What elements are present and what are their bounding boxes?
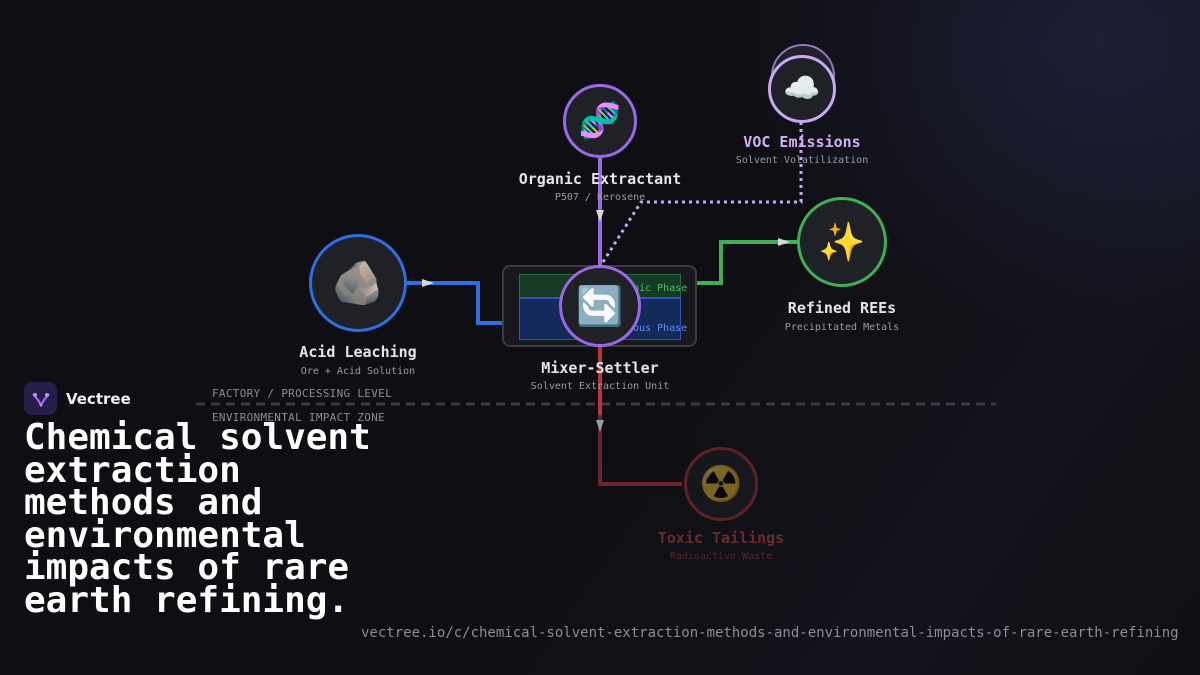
factory-zone-label: FACTORY / PROCESSING LEVEL — [212, 387, 392, 400]
acid-flow-line — [405, 281, 520, 325]
waste-fade-overlay — [590, 415, 690, 490]
waste-flow-line — [598, 347, 682, 486]
toxic-tailings-subtitle: Radioactive Waste — [669, 551, 773, 562]
refined-rees-title: Refined REEs — [787, 299, 897, 317]
product-flow-line — [681, 240, 800, 285]
organic-extractant-subtitle: P507 / Kerosene — [554, 192, 646, 203]
organic-extractant-node[interactable]: 🧬 — [563, 84, 637, 158]
rock-icon: 🪨 — [331, 258, 385, 307]
mixer-settler-title: Mixer-Settler — [541, 359, 659, 377]
radioactive-icon: ☢️ — [699, 464, 743, 504]
aqueous-phase-label: Aqueous Phase — [609, 323, 688, 334]
acid-leaching-label: Acid Leaching Ore + Acid Solution — [299, 343, 416, 377]
voc-emissions-label: VOC Emissions Solvent Volatilization — [736, 133, 868, 166]
refined-rees-subtitle: Precipitated Metals — [784, 322, 900, 333]
dna-icon: 🧬 — [578, 101, 622, 141]
sparkles-icon: ✨ — [818, 220, 866, 264]
page-url[interactable]: vectree.io/c/chemical-solvent-extraction… — [361, 625, 1179, 641]
mixer-settler-subtitle: Solvent Extraction Unit — [530, 381, 670, 392]
cycle-arrows-icon: 🔄 — [576, 284, 624, 328]
voc-emissions-title: VOC Emissions — [743, 133, 861, 151]
toxic-tailings-label: Toxic Tailings Radioactive Waste — [658, 529, 784, 562]
organic-extractant-label: Organic Extractant P507 / Kerosene — [519, 170, 682, 203]
mixer-settler-node[interactable]: 🔄 — [559, 265, 641, 347]
mixer-settler-label: Mixer-Settler Solvent Extraction Unit — [531, 359, 669, 392]
organic-phase-label: Organic Phase — [609, 283, 688, 294]
environment-zone-label: ENVIRONMENTAL IMPACT ZONE — [212, 411, 386, 424]
page-title: Chemical solvent extraction methods and … — [24, 417, 371, 621]
vectree-logo-icon — [24, 382, 57, 415]
organic-extractant-title: Organic Extractant — [518, 170, 682, 188]
toxic-tailings-node[interactable]: ☢️ — [684, 447, 758, 521]
product-flow-arrow — [778, 238, 790, 246]
voc-flow-line — [601, 122, 803, 263]
acid-leaching-subtitle: Ore + Acid Solution — [300, 366, 416, 377]
acid-flow-arrow — [422, 279, 434, 287]
acid-leaching-node[interactable]: 🪨 — [309, 234, 407, 332]
acid-leaching-title: Acid Leaching — [299, 343, 417, 361]
voc-emissions-subtitle: Solvent Volatilization — [735, 155, 869, 166]
voc-emissions-node[interactable]: ☁️ — [768, 55, 836, 123]
refined-rees-label: Refined REEs Precipitated Metals — [785, 299, 899, 333]
cloud-icon: ☁️ — [783, 71, 821, 106]
refined-rees-node[interactable]: ✨ — [797, 197, 887, 287]
extractant-flow-arrow — [596, 210, 604, 222]
brand-name: Vectree — [66, 389, 131, 408]
brand[interactable]: Vectree — [24, 382, 131, 415]
toxic-tailings-title: Toxic Tailings — [657, 529, 785, 547]
waste-flow-arrow — [596, 420, 604, 432]
